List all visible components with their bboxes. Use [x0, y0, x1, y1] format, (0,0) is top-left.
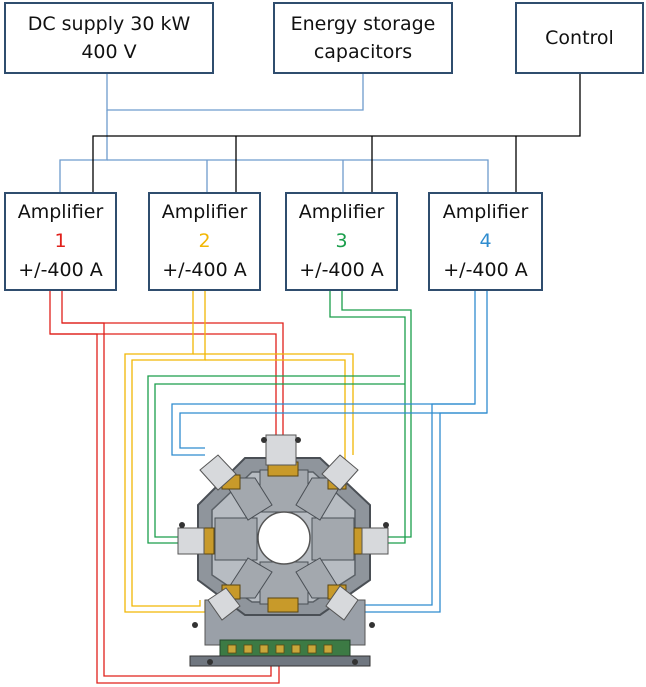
amplifier-box-3: Amplifier 3 +/-400 A [285, 192, 398, 291]
dc-supply-box: DC supply 30 kW 400 V [4, 2, 214, 74]
magnet-coil-assembly [177, 434, 389, 667]
amplifier-number: 1 [54, 230, 67, 252]
amplifier-title: Amplifier [298, 201, 385, 223]
energy-storage-box: Energy storage capacitors [273, 2, 453, 74]
amplifier-rating: +/-400 A [162, 259, 247, 281]
amplifier-title: Amplifier [161, 201, 248, 223]
control-bus-lines [92, 73, 581, 193]
amplifier-box-4: Amplifier 4 +/-400 A [428, 192, 543, 291]
energy-storage-label: Energy storage [290, 13, 436, 35]
amplifier-rating: +/-400 A [443, 259, 528, 281]
power-bus-lines [59, 73, 489, 193]
control-box: Control [515, 2, 644, 74]
amplifier-title: Amplifier [442, 201, 529, 223]
amplifier-rating: +/-400 A [299, 259, 384, 281]
amplifier-rating: +/-400 A [18, 259, 103, 281]
amplifier-number: 2 [198, 230, 211, 252]
energy-storage-sublabel: capacitors [313, 41, 413, 63]
amplifier-box-2: Amplifier 2 +/-400 A [148, 192, 261, 291]
dc-supply-voltage: 400 V [81, 41, 137, 63]
amp1-output-wires [49, 290, 284, 684]
amplifier-box-1: Amplifier 1 +/-400 A [4, 192, 117, 291]
amplifier-title: Amplifier [17, 201, 104, 223]
amplifier-number: 3 [335, 230, 348, 252]
amp3-output-wires [147, 290, 412, 544]
control-label: Control [545, 27, 614, 49]
dc-supply-label: DC supply 30 kW [27, 13, 191, 35]
amplifier-number: 4 [479, 230, 492, 252]
